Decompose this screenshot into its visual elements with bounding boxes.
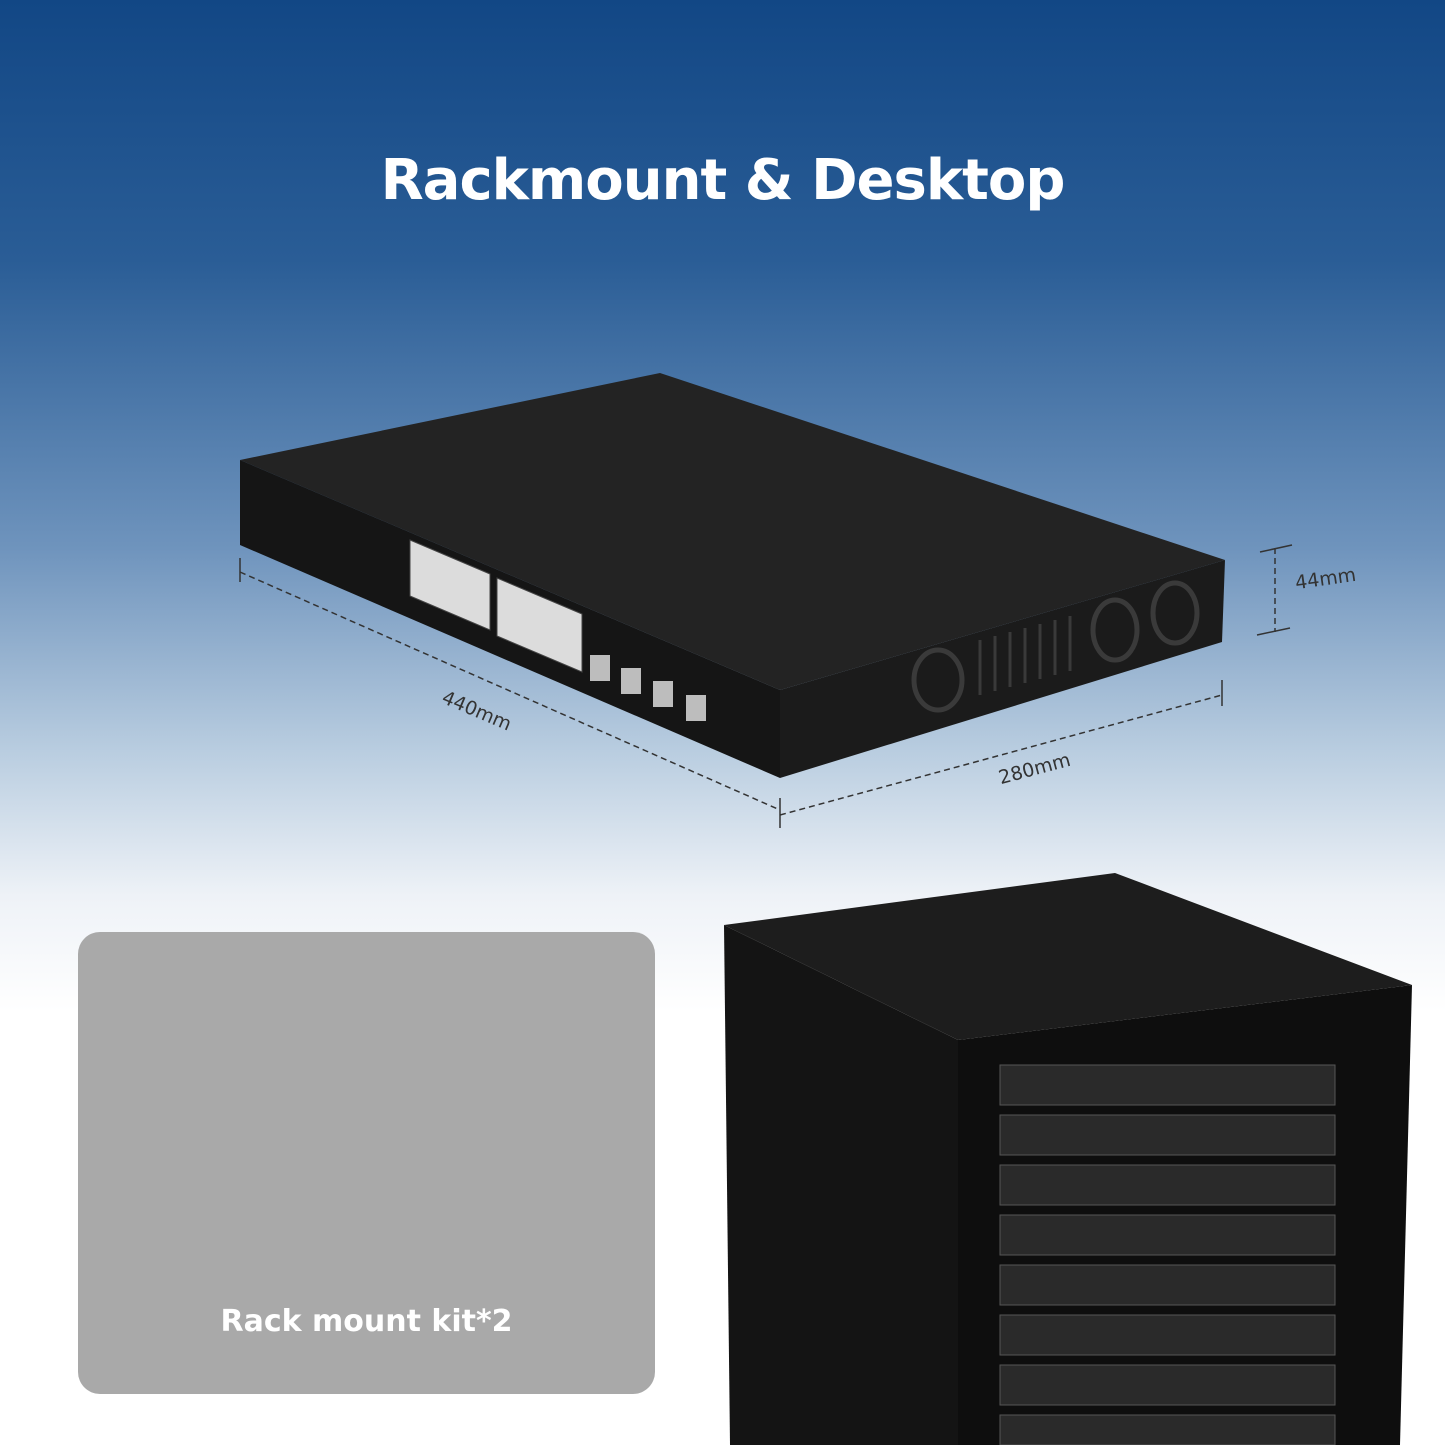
kit-label: Rack mount kit*2 [220, 1304, 513, 1339]
switch-side [780, 560, 1225, 778]
rack-mount-kit-card: Rack mount kit*2 [78, 932, 655, 1394]
sfp-ports [590, 655, 706, 721]
fan-icon [911, 580, 1200, 713]
dimension-lines [239, 544, 1293, 828]
rack-cabinet [724, 873, 1412, 1445]
vent-grille [978, 616, 1072, 695]
rj45-ports [409, 539, 583, 673]
page-title: Rackmount & Desktop [380, 148, 1066, 213]
switch-top [240, 373, 1225, 690]
